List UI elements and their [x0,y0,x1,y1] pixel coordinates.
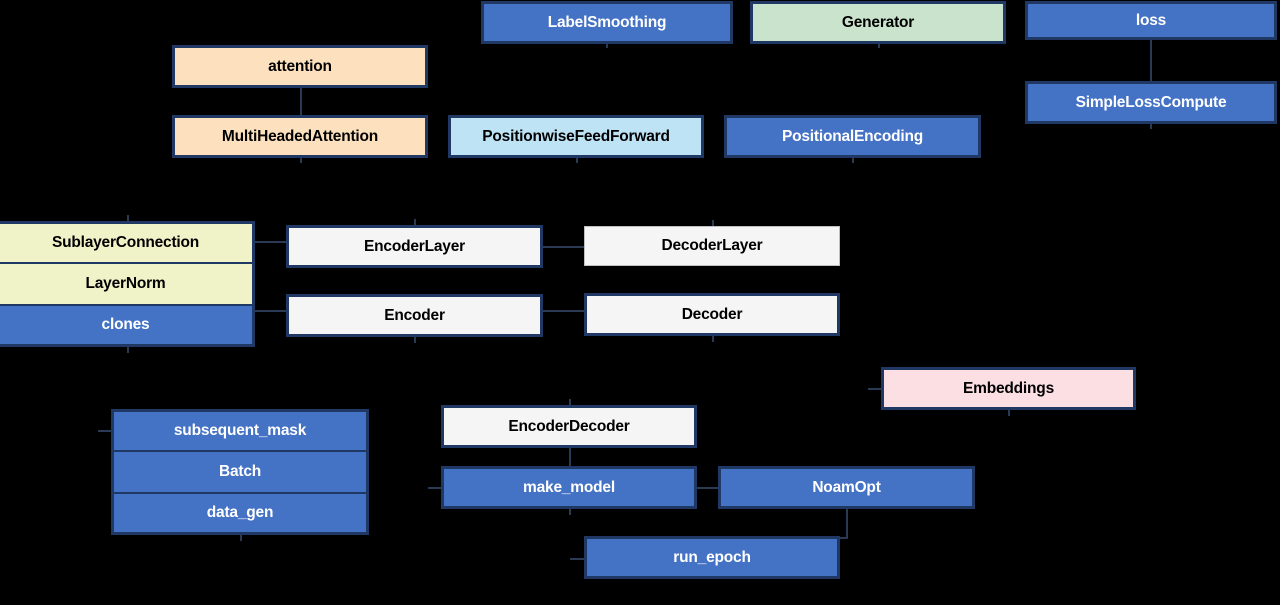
connector-c-makemodel-down [569,509,571,515]
connector-c-decoderlayer-up [712,220,714,226]
connector-c-clones-down [127,347,129,353]
node-positionwisefeedforward[interactable]: PositionwiseFeedForward [448,115,704,158]
node-label-clones: clones [101,316,150,334]
node-attention[interactable]: attention [172,45,428,88]
connector-c-encdec-down [569,448,571,467]
node-label-embeddings: Embeddings [962,379,1054,397]
connector-c-makemodel-left [428,487,442,489]
node-label-make_model: make_model [523,478,615,496]
node-label-positionwisefeedforward: PositionwiseFeedForward [482,127,670,145]
node-label-multiheadedattention: MultiHeadedAttention [221,127,379,145]
node-label-generator: Generator [841,13,915,31]
node-clones[interactable]: clones [0,305,255,347]
connector-c-pwff-down [576,158,578,163]
node-layernorm[interactable]: LayerNorm [0,263,255,305]
node-simplelosscompute[interactable]: SimpleLossCompute [1025,81,1277,124]
connector-c-encoderlayer-up [414,219,416,225]
node-label-encoder: Encoder [384,306,445,324]
connector-c-loss-down [1150,40,1152,81]
node-encoder[interactable]: Encoder [286,294,543,337]
node-batch[interactable]: Batch [111,451,369,493]
connector-c-decoderlayer-left [540,246,586,248]
connector-c-slc-down [1150,124,1152,129]
node-loss[interactable]: loss [1025,1,1277,40]
connector-c-embeddings-left [868,388,882,390]
node-label-labelsmoothing: LabelSmoothing [547,13,667,31]
node-make_model[interactable]: make_model [441,466,697,509]
node-labelsmoothing[interactable]: LabelSmoothing [481,1,733,44]
node-label-noamopt: NoamOpt [812,478,881,496]
node-label-run_epoch: run_epoch [673,548,751,566]
connector-c-pe-down [852,158,854,163]
node-label-subsequent_mask: subsequent_mask [173,422,307,440]
node-label-sublayerconnection: SublayerConnection [51,234,200,252]
connector-c-runepoch-right [838,537,848,539]
node-positionalencoding[interactable]: PositionalEncoding [724,115,981,158]
connector-c-submask-left [98,430,112,432]
node-label-simplelosscompute: SimpleLossCompute [1075,93,1227,111]
node-multiheadedattention[interactable]: MultiHeadedAttention [172,115,428,158]
node-label-layernorm: LayerNorm [85,275,166,293]
connector-c-sublayer-up [127,215,129,221]
node-label-decoder: Decoder [681,305,743,323]
connector-c-labelsmoothing-down [606,44,608,48]
connector-c-makemodel-right [695,487,719,489]
node-label-positionalencoding: PositionalEncoding [781,127,924,145]
node-decoderlayer[interactable]: DecoderLayer [584,226,840,266]
connector-c-stack-left [252,241,288,243]
node-embeddings[interactable]: Embeddings [881,367,1136,410]
connector-c-encoder-down [414,337,416,343]
connector-c-mha-down [300,158,302,163]
connector-c-runepoch-left [570,558,585,560]
node-label-batch: Batch [218,463,262,481]
node-label-decoderlayer: DecoderLayer [661,237,763,255]
node-label-data_gen: data_gen [206,504,274,522]
node-sublayerconnection[interactable]: SublayerConnection [0,221,255,263]
node-noamopt[interactable]: NoamOpt [718,466,975,509]
connector-c-encdec-up [569,399,571,406]
connector-c-stack-left2 [252,310,288,312]
node-label-encoderdecoder: EncoderDecoder [508,417,630,435]
node-label-loss: loss [1135,11,1167,29]
node-generator[interactable]: Generator [750,1,1006,44]
node-decoder[interactable]: Decoder [584,293,840,336]
connector-c-attention-down [300,88,302,115]
node-run_epoch[interactable]: run_epoch [584,536,840,579]
connector-c-datagen-down [240,535,242,541]
connector-c-generator-down [878,44,880,48]
node-data_gen[interactable]: data_gen [111,493,369,535]
connector-c-encoder-right [540,310,586,312]
connector-c-noamopt-down [846,509,848,537]
node-encoderdecoder[interactable]: EncoderDecoder [441,405,697,448]
node-label-attention: attention [268,57,332,75]
connector-c-decoder-down [712,336,714,342]
node-encoderlayer[interactable]: EncoderLayer [286,225,543,268]
node-label-encoderlayer: EncoderLayer [364,237,465,255]
connector-c-embeddings-down [1008,410,1010,416]
node-subsequent_mask[interactable]: subsequent_mask [111,409,369,451]
